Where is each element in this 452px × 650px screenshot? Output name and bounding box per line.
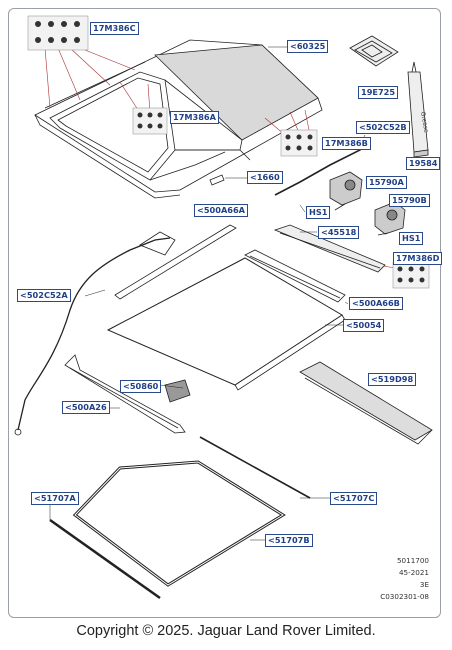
- reference-line-3: 3E: [419, 580, 429, 589]
- grease-label: Grease: [419, 111, 430, 133]
- label-19E725[interactable]: 19E725: [358, 86, 399, 99]
- diagram-frame: [8, 8, 441, 618]
- label-60325[interactable]: <60325: [287, 40, 329, 53]
- label-15790B[interactable]: 15790B: [389, 194, 430, 207]
- label-HS1-bottom[interactable]: HS1: [399, 232, 424, 245]
- label-51707C[interactable]: <51707C: [330, 492, 378, 505]
- label-1660[interactable]: <1660: [247, 171, 283, 184]
- reference-line-2: 45-2021: [398, 568, 429, 577]
- motor-15790B: [374, 201, 406, 235]
- label-17M386B[interactable]: 17M386B: [322, 137, 371, 150]
- label-500A66A[interactable]: <500A66A: [194, 204, 249, 217]
- label-17M386C[interactable]: 17M386C: [90, 22, 139, 35]
- label-50054[interactable]: <50054: [343, 319, 385, 332]
- reference-line-1: 5011700: [396, 556, 429, 565]
- label-500A26[interactable]: <500A26: [62, 401, 110, 414]
- copyright-text: Copyright © 2025. Jaguar Land Rover Limi…: [76, 623, 376, 639]
- label-519D98[interactable]: <519D98: [368, 373, 417, 386]
- seal-pad-19E725: [349, 35, 399, 67]
- label-15790A[interactable]: 15790A: [366, 176, 407, 189]
- label-17M386A[interactable]: 17M386A: [170, 111, 219, 124]
- label-51707B[interactable]: <51707B: [265, 534, 313, 547]
- label-500A66B[interactable]: <500A66B: [349, 297, 403, 310]
- label-502C52A[interactable]: <502C52A: [17, 289, 71, 302]
- motor-15790A: [329, 171, 363, 206]
- reference-line-4: C0302301-08: [380, 592, 429, 601]
- label-502C52B[interactable]: <502C52B: [356, 121, 410, 134]
- roof-frame-60325: [34, 39, 323, 199]
- label-50860[interactable]: <50860: [120, 380, 162, 393]
- label-HS1-top[interactable]: HS1: [306, 206, 331, 219]
- label-19584[interactable]: 19584: [406, 157, 441, 170]
- label-51707A[interactable]: <51707A: [31, 492, 79, 505]
- label-45518[interactable]: <45518: [318, 226, 360, 239]
- label-17M386D[interactable]: 17M386D: [393, 252, 443, 265]
- grease-tube-19584: [407, 61, 429, 158]
